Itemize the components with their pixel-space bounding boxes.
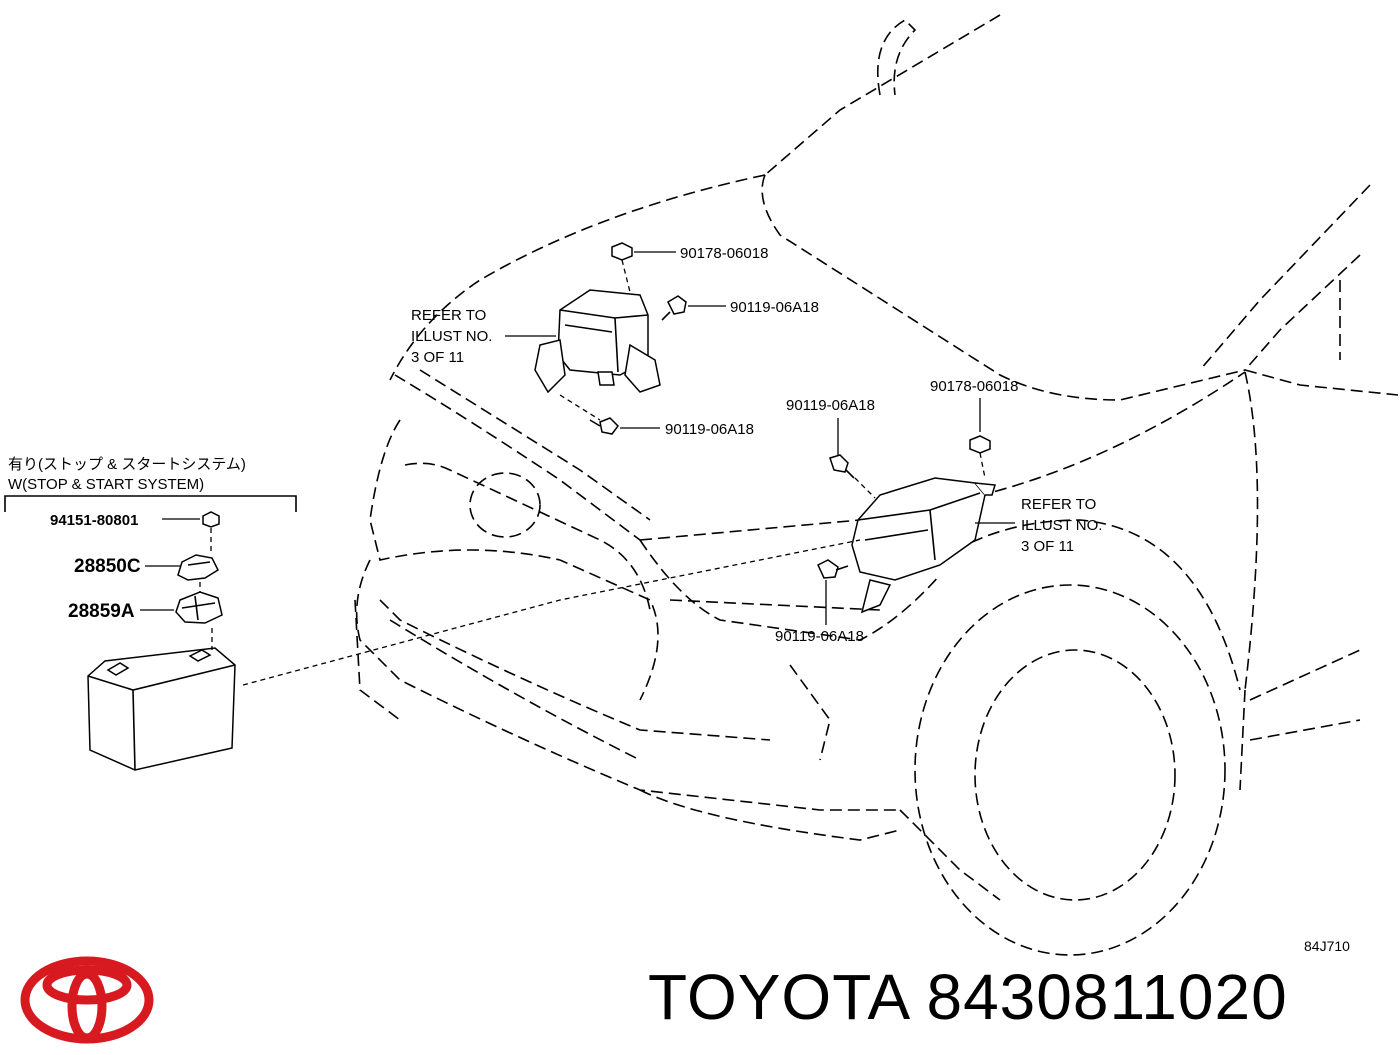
- control-module-upper: [534, 289, 661, 394]
- brand-name: TOYOTA: [648, 961, 908, 1033]
- fastener-nut-mid: [969, 398, 991, 479]
- diagram-code: 84J710: [1304, 938, 1350, 954]
- callout-bolt-top-lower: 90119-06A18: [665, 421, 754, 438]
- option-part-bracket: 28850C: [74, 556, 141, 577]
- fastener-bolt-mid-upper: [829, 418, 876, 499]
- refer-left-line2: ILLUST NO.: [411, 328, 492, 345]
- callout-nut-top: 90178-06018: [680, 245, 768, 262]
- callout-bolt-mid-lower: 90119-06A18: [775, 628, 864, 645]
- option-group: [4, 495, 861, 771]
- toyota-logo-icon: [20, 956, 154, 1044]
- footer-title: TOYOTA 8430811020: [648, 960, 1288, 1034]
- part-number: 8430811020: [926, 961, 1288, 1033]
- fastener-bolt-top-lower: [559, 394, 660, 435]
- option-part-nut: 94151-80801: [50, 512, 138, 529]
- fastener-nut-top: [611, 242, 676, 293]
- callout-nut-mid: 90178-06018: [930, 378, 1018, 395]
- option-label-jp: 有り(ストップ & スタートシステム): [8, 456, 246, 473]
- control-module-lower: [851, 477, 996, 614]
- refer-right-line3: 3 OF 11: [1021, 538, 1074, 555]
- refer-right-line2: ILLUST NO.: [1021, 517, 1102, 534]
- refer-left-line1: REFER TO: [411, 307, 486, 324]
- refer-right-line1: REFER TO: [1021, 496, 1096, 513]
- option-label-en: W(STOP & START SYSTEM): [8, 476, 204, 493]
- fastener-bolt-top-right: [661, 295, 726, 321]
- refer-left-line3: 3 OF 11: [411, 349, 464, 366]
- callout-bolt-top-right: 90119-06A18: [730, 299, 819, 316]
- vehicle-outline: [354, 14, 1399, 956]
- fastener-bolt-mid-lower: [817, 559, 849, 625]
- option-part-sensor: 28859A: [68, 601, 135, 622]
- callout-bolt-mid-upper: 90119-06A18: [786, 397, 875, 414]
